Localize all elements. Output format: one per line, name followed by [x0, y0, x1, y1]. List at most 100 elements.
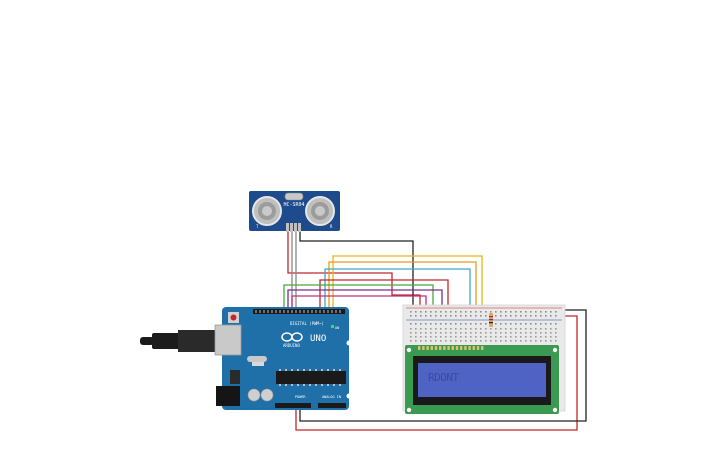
lcd-pin-header — [418, 346, 484, 350]
breadboard-hole — [490, 332, 492, 334]
breadboard-hole — [460, 328, 462, 330]
arduino-analog-label: ANALOG IN — [322, 395, 341, 399]
breadboard-hole — [505, 340, 507, 342]
breadboard-hole — [470, 328, 472, 330]
breadboard-hole — [555, 323, 557, 325]
arduino-model-text: UNO — [310, 334, 326, 344]
breadboard-hole — [535, 311, 537, 313]
breadboard-hole — [545, 323, 547, 325]
wire-lcd-yellow[interactable] — [332, 255, 483, 327]
breadboard-hole — [530, 336, 532, 338]
arduino-logo-text: ARDUINO — [283, 343, 300, 348]
breadboard-hole — [435, 315, 437, 317]
breadboard-hole — [460, 340, 462, 342]
breadboard-hole — [435, 336, 437, 338]
breadboard-hole — [550, 315, 552, 317]
arduino-reset-cap[interactable] — [230, 314, 237, 321]
breadboard-hole — [435, 340, 437, 342]
breadboard-hole — [485, 311, 487, 313]
breadboard-hole — [480, 340, 482, 342]
breadboard-hole — [430, 311, 432, 313]
breadboard-hole — [510, 328, 512, 330]
breadboard-hole — [550, 340, 552, 342]
sensor-crystal — [284, 192, 304, 201]
breadboard-hole — [455, 336, 457, 338]
breadboard-hole — [420, 323, 422, 325]
breadboard-hole — [475, 340, 477, 342]
sensor-receiver-center — [315, 206, 325, 216]
breadboard-hole — [440, 328, 442, 330]
breadboard-hole — [420, 336, 422, 338]
breadboard-hole — [435, 332, 437, 334]
breadboard-hole — [455, 340, 457, 342]
breadboard-hole — [555, 340, 557, 342]
lcd-pin — [481, 346, 484, 350]
ultrasonic-sensor[interactable]: HC-SR04 T R — [249, 191, 340, 232]
breadboard-hole — [515, 315, 517, 317]
arduino-uno[interactable]: DIGITAL (PWM~) ARDUINO UNO ON — [214, 307, 352, 410]
breadboard-hole — [520, 328, 522, 330]
breadboard-hole — [415, 311, 417, 313]
arduino-regulator — [230, 370, 240, 384]
breadboard-hole — [430, 323, 432, 325]
breadboard-hole — [475, 323, 477, 325]
breadboard-hole — [500, 311, 502, 313]
wire-sensor-vcc[interactable] — [287, 232, 421, 327]
breadboard-hole — [450, 328, 452, 330]
breadboard-hole — [550, 332, 552, 334]
breadboard-hole — [500, 328, 502, 330]
breadboard-hole — [515, 328, 517, 330]
wire-power-5v[interactable] — [295, 315, 578, 431]
breadboard-hole — [515, 336, 517, 338]
breadboard-hole — [455, 323, 457, 325]
wire-sensor-gnd[interactable] — [299, 232, 414, 327]
breadboard-hole — [465, 311, 467, 313]
breadboard-hole — [490, 311, 492, 313]
breadboard-hole — [525, 323, 527, 325]
breadboard-hole — [505, 332, 507, 334]
breadboard-hole — [495, 323, 497, 325]
breadboard-hole — [425, 328, 427, 330]
lcd-mount-hole — [406, 347, 412, 353]
breadboard-hole — [490, 340, 492, 342]
breadboard-hole — [495, 340, 497, 342]
breadboard-hole — [410, 336, 412, 338]
breadboard-hole — [510, 311, 512, 313]
wire-power-gnd[interactable] — [299, 309, 587, 422]
breadboard-hole — [500, 336, 502, 338]
lcd-pin — [426, 346, 429, 350]
breadboard-hole — [415, 340, 417, 342]
breadboard-hole — [530, 315, 532, 317]
breadboard-hole — [545, 328, 547, 330]
usb-cable — [140, 330, 218, 352]
breadboard-hole — [485, 336, 487, 338]
arduino-atmega-chip — [276, 371, 346, 384]
breadboard-hole — [510, 340, 512, 342]
lcd-module[interactable]: RDONT — [405, 345, 559, 414]
breadboard-hole — [470, 340, 472, 342]
breadboard-hole — [500, 315, 502, 317]
breadboard-hole — [450, 323, 452, 325]
breadboard-hole — [465, 315, 467, 317]
breadboard-hole — [455, 315, 457, 317]
breadboard-hole — [555, 332, 557, 334]
breadboard-hole — [450, 311, 452, 313]
usb-plug-head — [178, 330, 218, 352]
wire-lcd-orange[interactable] — [328, 261, 477, 327]
breadboard-hole — [550, 311, 552, 313]
arduino-board — [222, 307, 349, 410]
breadboard-hole — [410, 332, 412, 334]
breadboard-hole — [540, 328, 542, 330]
arduino-on-label: ON — [335, 326, 339, 330]
arduino-power-label: POWER — [295, 395, 306, 399]
breadboard-hole — [535, 340, 537, 342]
lcd-pin — [472, 346, 475, 350]
breadboard-hole — [425, 336, 427, 338]
arduino-digital-pins — [255, 310, 341, 313]
breadboard-hole — [465, 328, 467, 330]
breadboard-hole — [525, 311, 527, 313]
breadboard-hole — [475, 336, 477, 338]
breadboard-hole — [495, 332, 497, 334]
arduino-analog-header — [318, 403, 346, 408]
